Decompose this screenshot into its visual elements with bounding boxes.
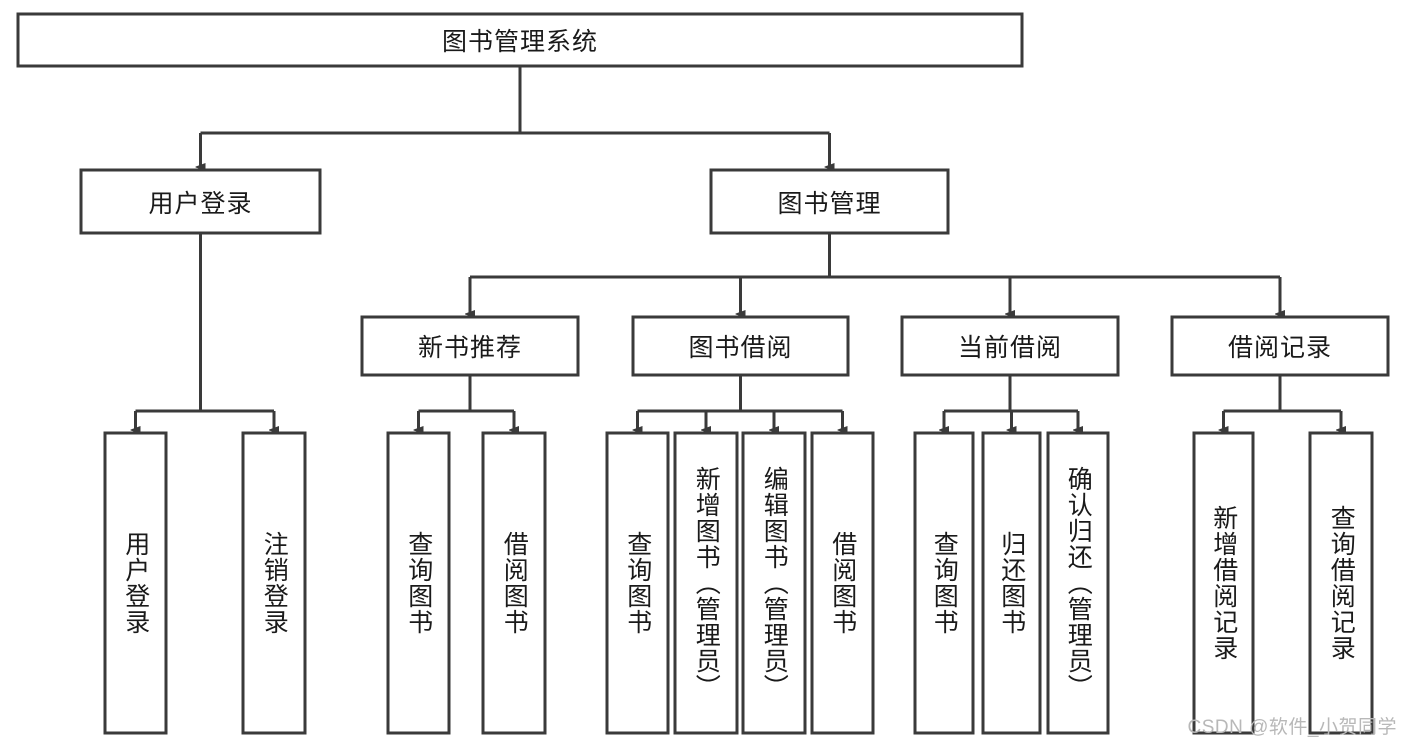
level2-box-0[interactable] <box>79 168 322 235</box>
leaf-box-0[interactable] <box>103 431 168 735</box>
leaf-box-5[interactable] <box>673 431 739 735</box>
leaf-box-4[interactable] <box>605 431 670 735</box>
watermark-text: CSDN @软件_小贺同学 <box>1187 717 1397 738</box>
leaf-box-9[interactable] <box>981 431 1042 735</box>
level3-box-2[interactable] <box>900 315 1120 377</box>
leaf-box-11[interactable] <box>1192 431 1255 735</box>
root-box-0[interactable] <box>16 12 1024 68</box>
leaf-box-6[interactable] <box>741 431 807 735</box>
leaf-box-10[interactable] <box>1046 431 1110 735</box>
level3-box-3[interactable] <box>1170 315 1390 377</box>
connector-lines <box>136 66 1342 430</box>
leaf-box-7[interactable] <box>810 431 875 735</box>
level2-box-1[interactable] <box>709 168 950 235</box>
node-boxes <box>16 12 1390 735</box>
leaf-box-12[interactable] <box>1308 431 1374 735</box>
leaf-box-3[interactable] <box>481 431 547 735</box>
level3-box-1[interactable] <box>631 315 850 377</box>
leaf-box-8[interactable] <box>913 431 975 735</box>
level3-box-0[interactable] <box>360 315 580 377</box>
leaf-box-2[interactable] <box>386 431 451 735</box>
leaf-box-1[interactable] <box>241 431 307 735</box>
